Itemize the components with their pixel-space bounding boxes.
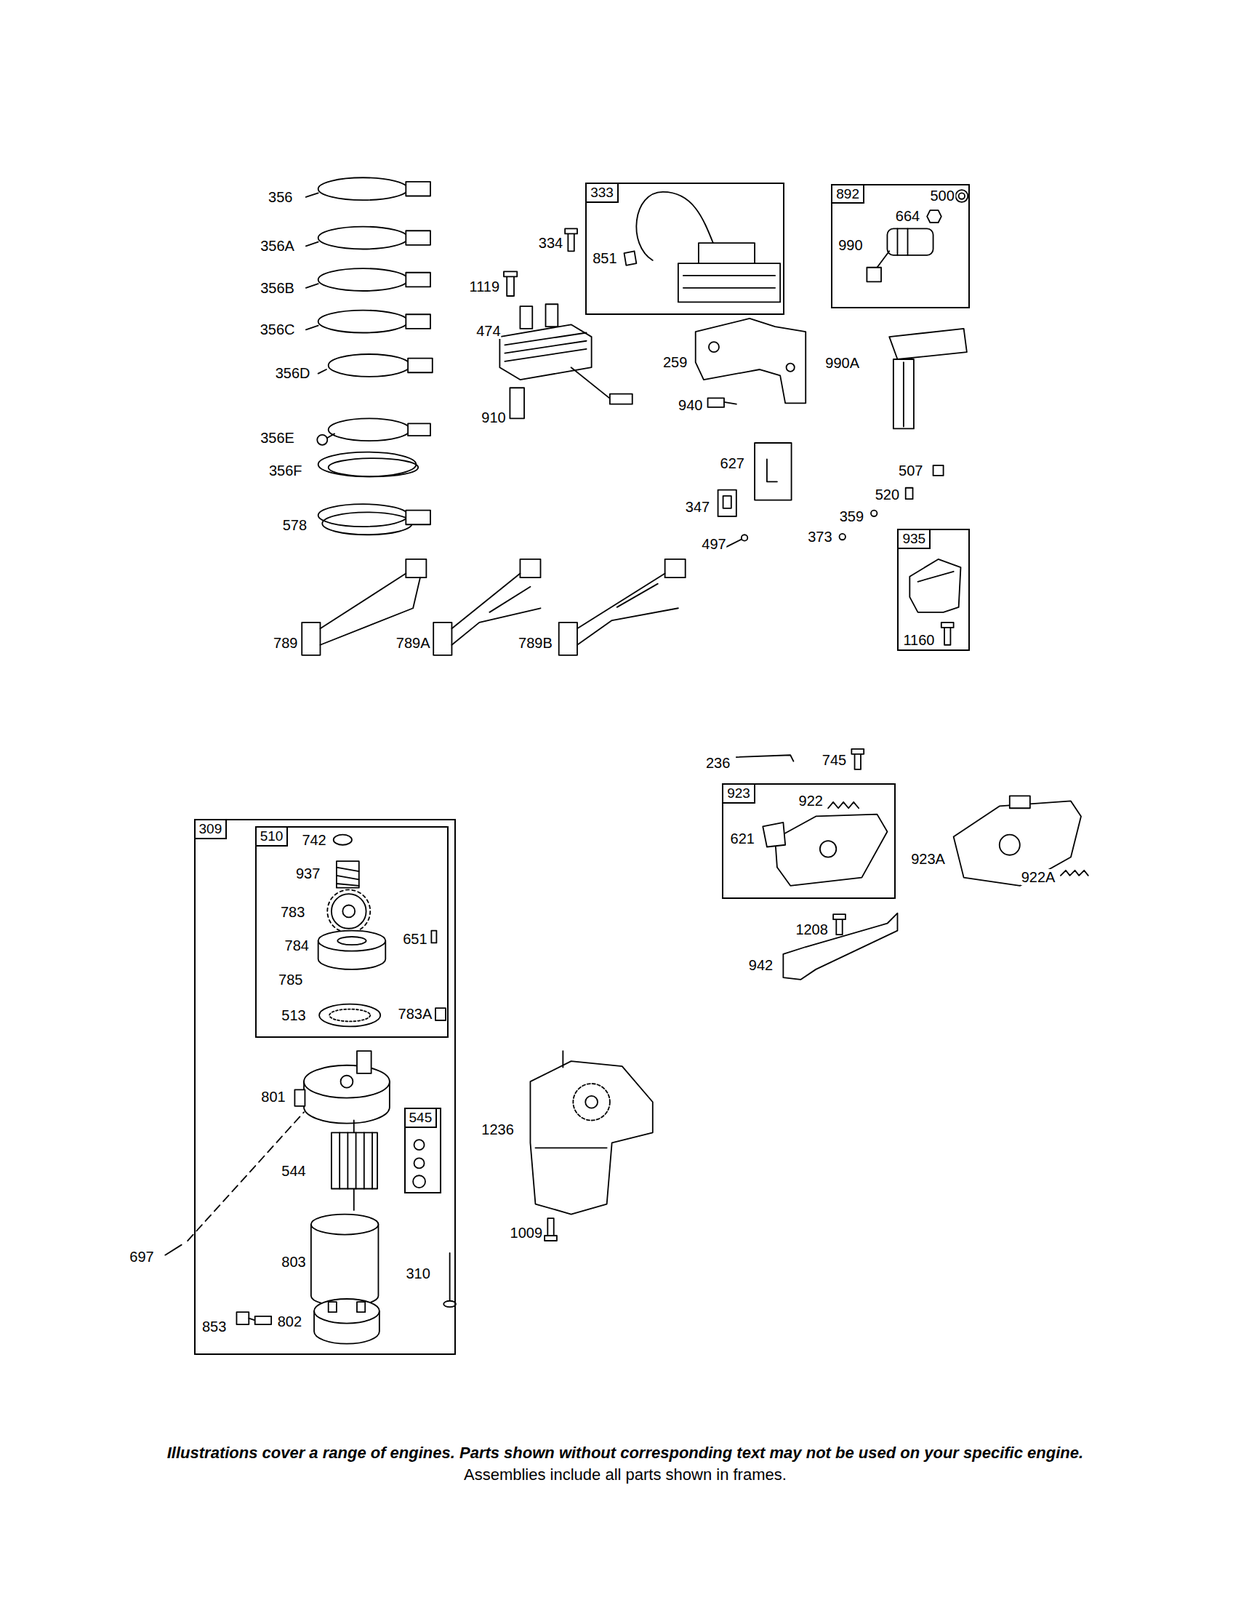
- callout-number: 356D: [274, 364, 312, 381]
- frame-number: 333: [586, 183, 619, 203]
- callout-number: 942: [748, 956, 774, 973]
- frame-number: 510: [256, 827, 289, 847]
- callout-number: 1119: [468, 278, 501, 295]
- harnesses: [301, 559, 685, 656]
- wire-leads: [306, 177, 433, 535]
- callout-number: 651: [402, 930, 428, 947]
- callout-number: 356C: [259, 321, 296, 338]
- frame-number: 923: [723, 784, 756, 804]
- callout-number: 513: [280, 1006, 307, 1023]
- ignition-parts: [499, 191, 806, 547]
- callout-number: 801: [260, 1088, 286, 1105]
- callout-number: 785: [277, 971, 304, 988]
- callout-number: 627: [719, 455, 746, 472]
- callout-number: 940: [677, 396, 704, 413]
- callout-number: 922A: [1020, 868, 1057, 885]
- callout-number: 742: [300, 831, 327, 848]
- callout-number: 789: [272, 634, 299, 651]
- callout-number: 497: [700, 535, 727, 552]
- callout-number: 356F: [268, 462, 304, 479]
- callout-number: 990: [837, 237, 863, 253]
- callout-number: 310: [404, 1264, 431, 1281]
- callout-number: 783: [279, 903, 306, 920]
- callout-number: 784: [284, 937, 310, 954]
- callout-number: 910: [480, 409, 506, 426]
- frame-number: 309: [195, 820, 228, 839]
- callout-number: 789B: [517, 634, 554, 651]
- callout-number: 789A: [395, 634, 432, 651]
- callout-number: 356: [267, 189, 293, 206]
- callout-number: 1208: [794, 921, 829, 938]
- callout-number: 359: [838, 508, 865, 525]
- callout-number: 923A: [910, 850, 946, 867]
- callout-number: 507: [897, 462, 924, 479]
- key-switch-parts: [839, 189, 969, 645]
- footnote: Assemblies include all parts shown in fr…: [463, 1465, 788, 1484]
- callout-number: 356E: [259, 429, 296, 446]
- callout-number: 922: [798, 792, 824, 809]
- callout-number: 697: [128, 1248, 155, 1265]
- callout-number: 578: [282, 516, 308, 533]
- callout-number: 1160: [902, 631, 935, 648]
- footnote: Illustrations cover a range of engines. …: [166, 1443, 1084, 1462]
- assembly-frame: 545: [404, 1107, 443, 1194]
- callout-number: 745: [821, 751, 847, 768]
- callout-number: 990A: [824, 354, 861, 371]
- callout-number: 803: [280, 1253, 307, 1270]
- callout-number: 356A: [259, 237, 296, 254]
- callout-number: 356B: [259, 279, 296, 296]
- frame-number: 892: [832, 185, 865, 205]
- frame-number: 935: [898, 529, 931, 549]
- callout-number: 347: [684, 498, 711, 515]
- callout-number: 853: [201, 1318, 227, 1335]
- callout-number: 520: [874, 486, 901, 503]
- callout-number: 937: [295, 865, 321, 882]
- callout-number: 259: [662, 354, 688, 371]
- callout-number: 544: [280, 1162, 307, 1179]
- frame-number: 545: [405, 1108, 438, 1128]
- callout-number: 1009: [509, 1224, 544, 1241]
- callout-number: 851: [591, 250, 618, 267]
- callout-number: 474: [475, 322, 501, 339]
- callout-number: 334: [537, 234, 564, 251]
- assembly-frame: 333: [585, 182, 785, 315]
- callout-number: 664: [894, 207, 921, 224]
- callout-number: 500: [929, 187, 956, 204]
- callout-number: 783A: [397, 1005, 434, 1022]
- callout-number: 373: [806, 528, 833, 545]
- callout-number: 1236: [480, 1121, 515, 1138]
- callout-number: 802: [276, 1312, 303, 1329]
- starter-parts: [165, 834, 653, 1344]
- callout-number: 236: [705, 754, 731, 771]
- callout-number: 621: [729, 830, 756, 847]
